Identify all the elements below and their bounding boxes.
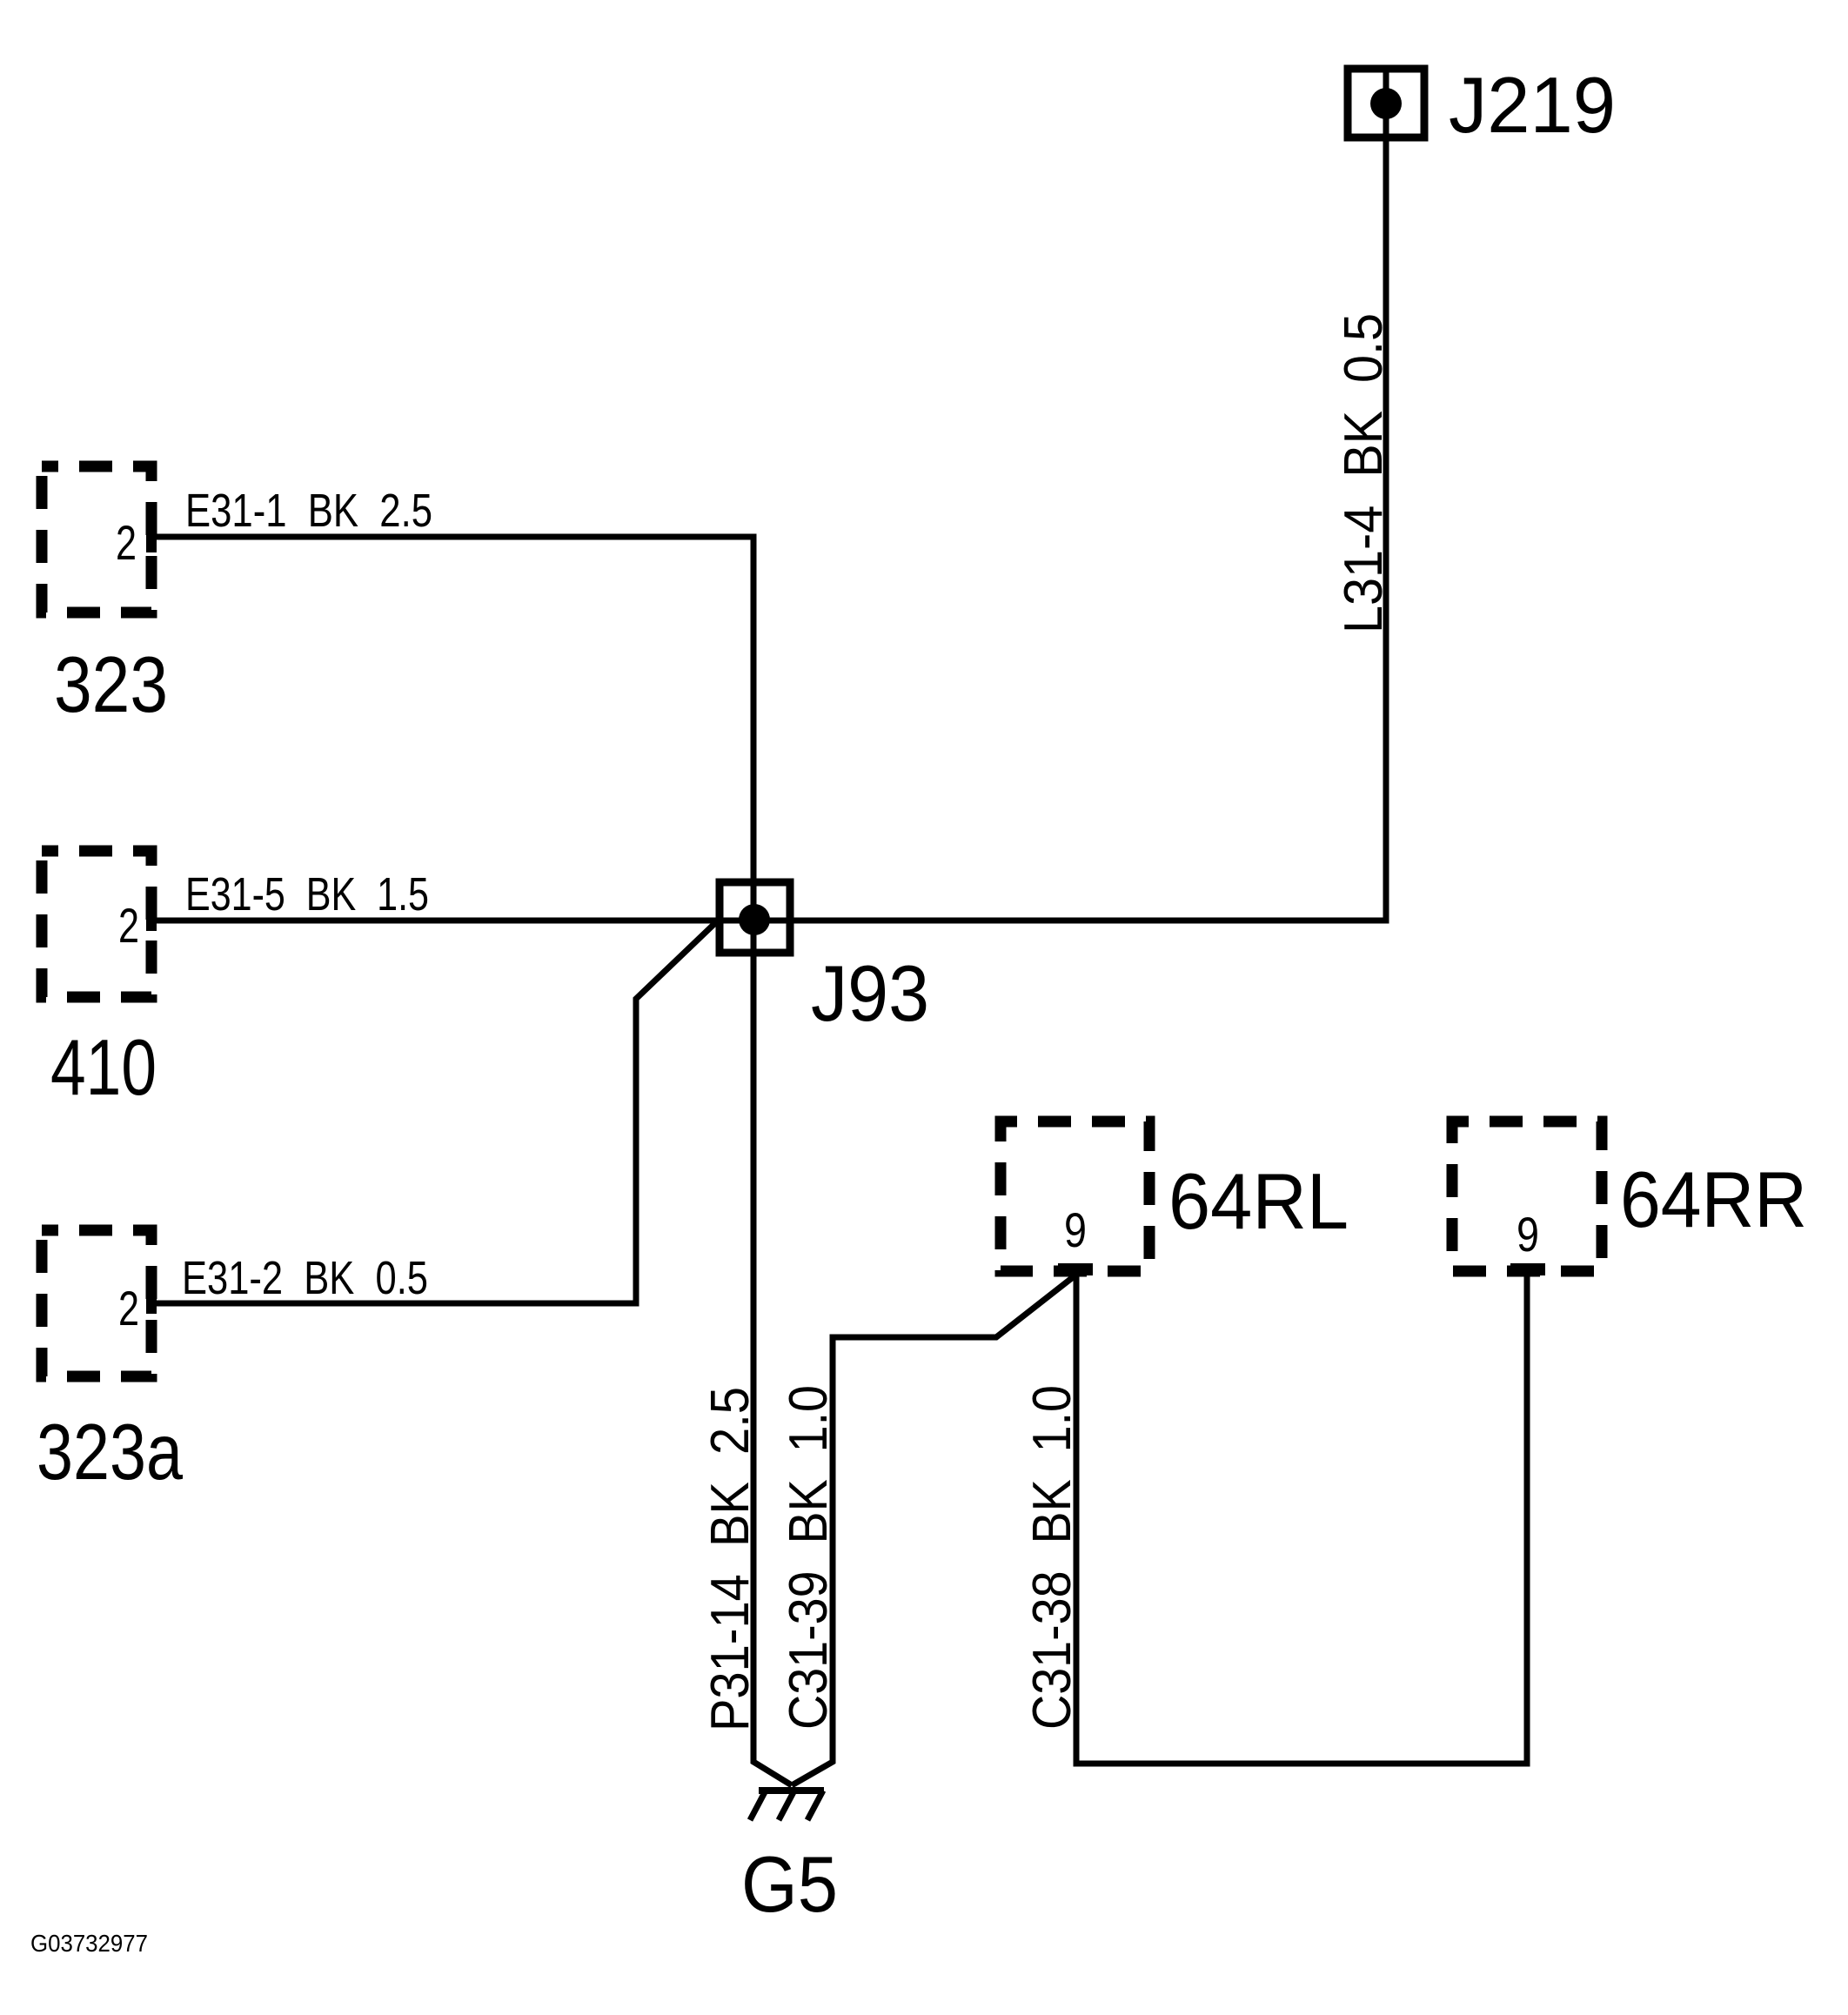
connector-323 <box>36 460 157 619</box>
connector-label-323: 323 <box>54 641 168 729</box>
ground-hatch-icon <box>747 1789 769 1822</box>
wire-label-l31-4: L31-4 BK 0.5 <box>1334 313 1394 633</box>
junction-dot-icon <box>1370 88 1402 119</box>
pin-number-64rl: 9 <box>1064 1202 1087 1257</box>
connector-64rr <box>1446 1115 1608 1277</box>
wire-label-p31-14: P31-14 BK 2.5 <box>700 1387 760 1731</box>
pin-tick <box>1510 1263 1545 1275</box>
wire-e31-1-p31-14 <box>157 533 793 1788</box>
ground-hatch-icon <box>804 1789 827 1822</box>
pin-tick <box>146 1293 157 1314</box>
pin-tick <box>1058 1263 1093 1275</box>
junction-dot-icon <box>739 904 770 935</box>
junction-label-j219: J219 <box>1449 62 1616 150</box>
wire-e31-5-to-j219 <box>157 70 1389 924</box>
wire-label-e31-1: E31-1 BK 2.5 <box>185 485 432 537</box>
junction-box-icon <box>715 878 794 957</box>
connector-label-64rl: 64RL <box>1168 1158 1349 1246</box>
connector-label-64rr: 64RR <box>1620 1156 1807 1244</box>
connector-410 <box>36 845 157 1003</box>
pin-tick <box>146 910 157 931</box>
junction-label-j93: J93 <box>811 950 929 1038</box>
wire-label-e31-2: E31-2 BK 0.5 <box>182 1252 428 1304</box>
wire-c31-38 <box>1073 1272 1530 1767</box>
pin-number-323: 2 <box>116 515 137 570</box>
connector-box-icon <box>36 845 157 1003</box>
pin-number-323a: 2 <box>118 1281 139 1336</box>
connector-label-323a: 323a <box>37 1409 183 1496</box>
ground-hatch-icon <box>775 1789 798 1822</box>
junction-j93 <box>715 878 794 957</box>
wire-label-c31-39: C31-39 BK 1.0 <box>779 1385 839 1730</box>
wire-label-c31-38: C31-38 BK 1.0 <box>1022 1385 1082 1730</box>
connector-box-icon <box>36 460 157 619</box>
connector-box-icon <box>36 1224 157 1382</box>
pin-tick <box>146 532 157 552</box>
connector-label-410: 410 <box>50 1024 157 1112</box>
junction-j219 <box>1343 64 1429 142</box>
connector-64rl <box>994 1115 1155 1277</box>
pin-number-64rr: 9 <box>1517 1207 1539 1262</box>
wire-label-e31-5: E31-5 BK 1.5 <box>185 868 429 920</box>
ground-symbol <box>747 1787 827 1822</box>
pin-number-410: 2 <box>118 898 139 953</box>
wire-c31-39 <box>790 1272 1079 1789</box>
document-id: G03732977 <box>30 1930 148 1957</box>
wire-e31-2 <box>157 920 719 1307</box>
ground-label-g5: G5 <box>741 1841 838 1929</box>
connector-323a <box>36 1224 157 1382</box>
junction-box-icon <box>1343 64 1429 142</box>
